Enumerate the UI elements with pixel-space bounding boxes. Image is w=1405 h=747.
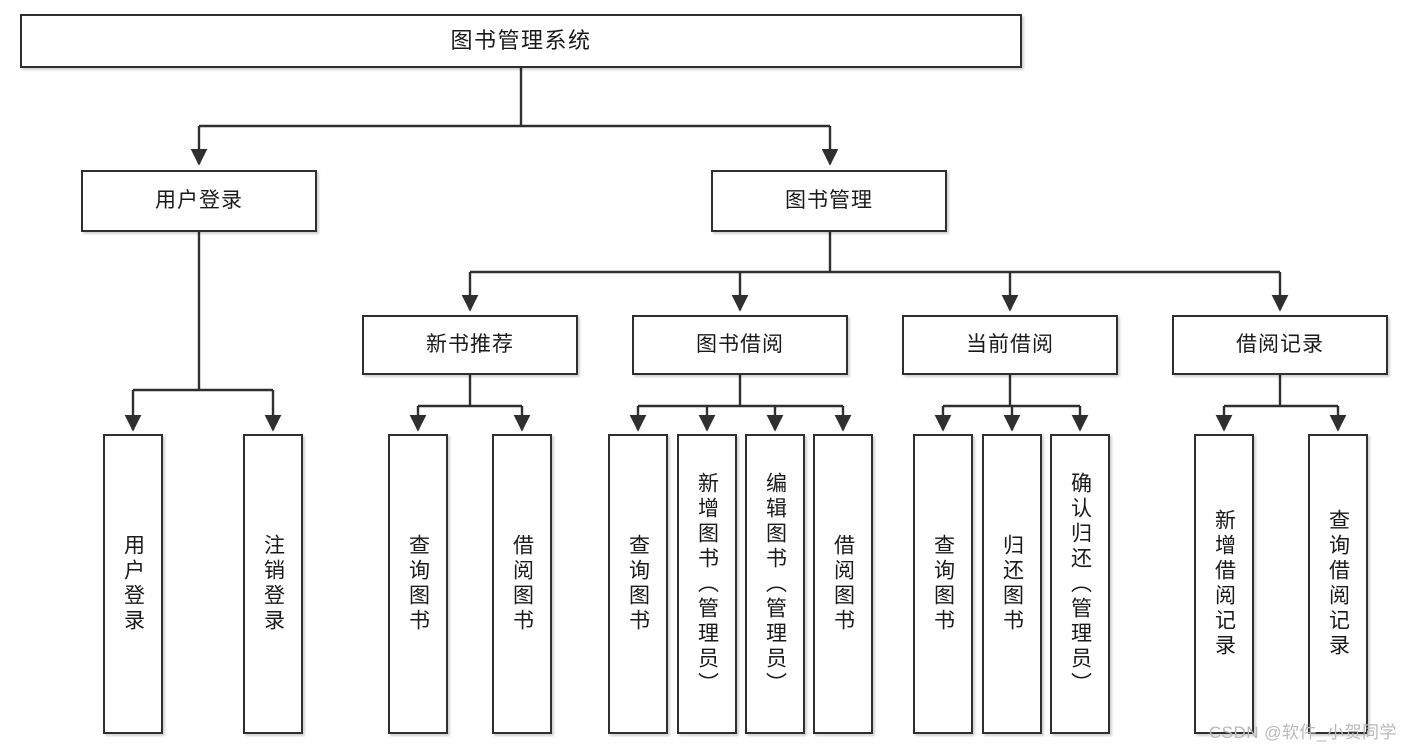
leaf-borrow-record-2-label: 查询借阅记录 <box>1326 509 1350 659</box>
leaf-current-borrow-2-label: 归还图书 <box>1000 534 1024 634</box>
leaf-new-book-1[interactable]: 查询图书 <box>388 434 448 734</box>
leaf-current-borrow-1-label: 查询图书 <box>931 534 955 634</box>
leaf-current-borrow-1[interactable]: 查询图书 <box>913 434 973 734</box>
leaf-current-borrow-3[interactable]: 确认归还（管理员） <box>1050 434 1110 734</box>
node-book-manage-label: 图书管理 <box>785 189 873 213</box>
leaf-book-borrow-2[interactable]: 新增图书（管理员） <box>677 434 737 734</box>
leaf-book-borrow-2-label: 新增图书（管理员） <box>695 471 719 697</box>
leaf-borrow-record-1-label: 新增借阅记录 <box>1212 509 1236 659</box>
node-user-login[interactable]: 用户登录 <box>81 170 317 232</box>
leaf-user-login-2-label: 注销登录 <box>261 534 285 634</box>
node-current-borrow-label: 当前借阅 <box>966 333 1054 357</box>
leaf-book-borrow-3-label: 编辑图书（管理员） <box>763 471 787 697</box>
leaf-borrow-record-1[interactable]: 新增借阅记录 <box>1194 434 1254 734</box>
leaf-new-book-2-label: 借阅图书 <box>510 534 534 634</box>
csdn-watermark: CSDN @软件_小贺同学 <box>1208 723 1397 742</box>
node-root-label: 图书管理系统 <box>450 27 592 53</box>
leaf-user-login-1-label: 用户登录 <box>121 534 145 634</box>
leaf-user-login-2[interactable]: 注销登录 <box>243 434 303 734</box>
leaf-current-borrow-3-label: 确认归还（管理员） <box>1068 471 1092 697</box>
node-book-borrow[interactable]: 图书借阅 <box>632 315 848 375</box>
node-book-manage[interactable]: 图书管理 <box>711 170 947 232</box>
node-current-borrow[interactable]: 当前借阅 <box>902 315 1118 375</box>
node-root[interactable]: 图书管理系统 <box>20 14 1022 68</box>
node-user-login-label: 用户登录 <box>155 189 243 213</box>
leaf-book-borrow-4[interactable]: 借阅图书 <box>813 434 873 734</box>
node-borrow-record[interactable]: 借阅记录 <box>1172 315 1388 375</box>
leaf-book-borrow-1[interactable]: 查询图书 <box>608 434 668 734</box>
node-borrow-record-label: 借阅记录 <box>1236 333 1324 357</box>
leaf-book-borrow-1-label: 查询图书 <box>626 534 650 634</box>
node-book-borrow-label: 图书借阅 <box>696 333 784 357</box>
leaf-new-book-2[interactable]: 借阅图书 <box>492 434 552 734</box>
leaf-current-borrow-2[interactable]: 归还图书 <box>982 434 1042 734</box>
leaf-user-login-1[interactable]: 用户登录 <box>103 434 163 734</box>
leaf-borrow-record-2[interactable]: 查询借阅记录 <box>1308 434 1368 734</box>
leaf-new-book-1-label: 查询图书 <box>406 534 430 634</box>
leaf-book-borrow-3[interactable]: 编辑图书（管理员） <box>745 434 805 734</box>
node-new-book-label: 新书推荐 <box>426 333 514 357</box>
node-new-book[interactable]: 新书推荐 <box>362 315 578 375</box>
leaf-book-borrow-4-label: 借阅图书 <box>831 534 855 634</box>
